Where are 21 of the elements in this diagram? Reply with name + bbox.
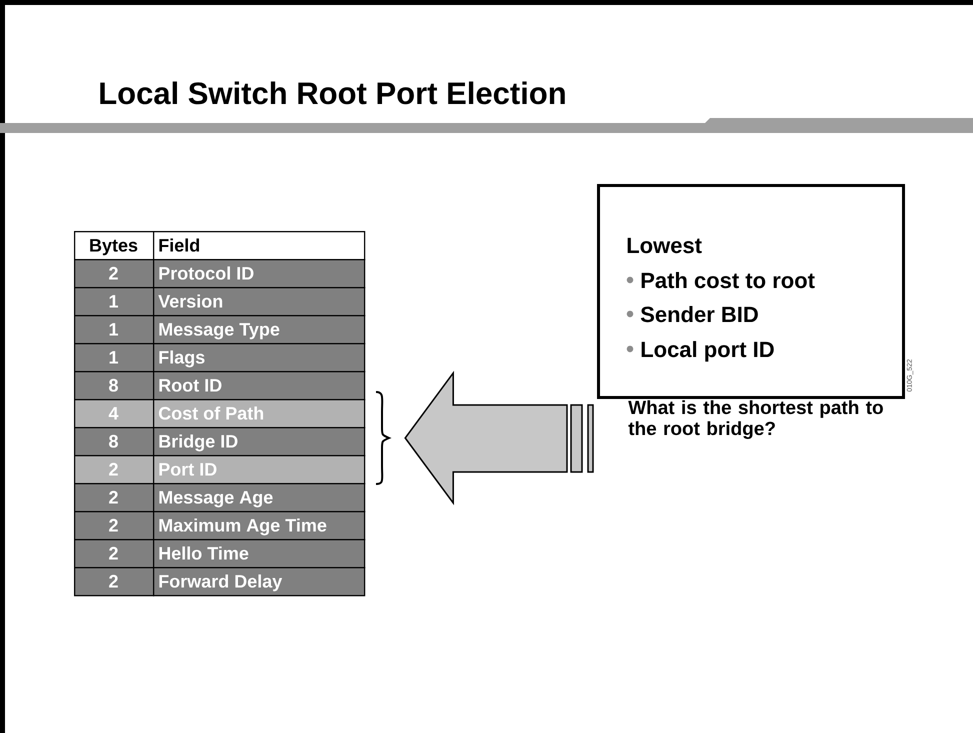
bullet-item: Sender BID: [640, 306, 758, 322]
bullet-item: Local port ID: [642, 341, 774, 362]
table-cell: 2: [74, 511, 154, 540]
block-arrow: [404, 370, 594, 506]
table-cell: 1: [74, 343, 154, 372]
table-cell: 2: [74, 539, 154, 568]
table-cell: 1: [74, 315, 154, 344]
heading: Lowest: [628, 238, 702, 254]
curly-bracket: [376, 391, 390, 485]
bullet-item: Path cost to root: [642, 272, 815, 288]
header-cell: Bytes: [74, 231, 154, 260]
title-banner: Local Switch Root Port Election: [0, 82, 973, 133]
table-cell: 2: [74, 483, 154, 512]
table-cell: 2: [74, 567, 154, 596]
table-cell: 1: [74, 287, 154, 316]
table-cell: 8: [74, 371, 154, 400]
question-text: What is the shortest path to the root bridge?: [628, 400, 883, 439]
table-cell: 2: [74, 455, 154, 484]
table-cell: 8: [74, 427, 154, 456]
table-cell: 4: [74, 399, 154, 428]
table-cell: 2: [74, 259, 154, 288]
